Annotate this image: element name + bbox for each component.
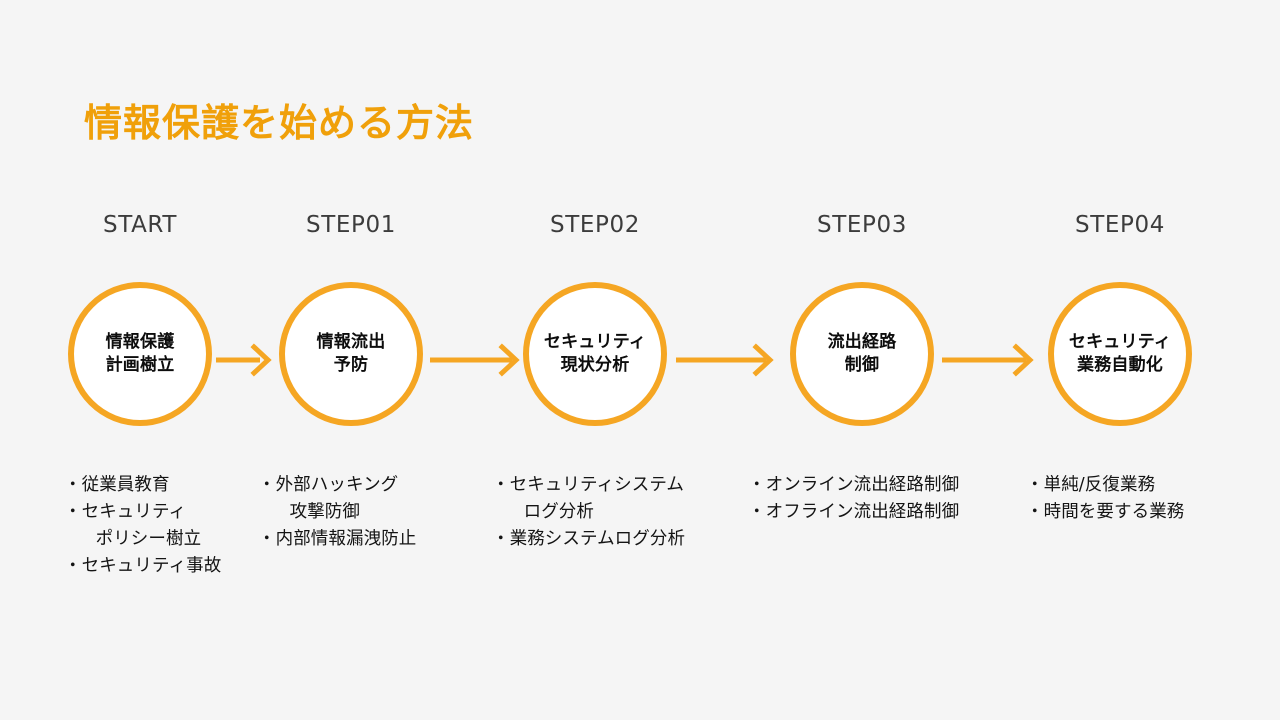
step-label-start: START xyxy=(103,212,177,238)
list-item: ・外部ハッキング 攻撃防御 xyxy=(258,475,399,523)
step-circle-text-start: 情報保護 計画樹立 xyxy=(105,331,175,375)
list-item: ・セキュリティ事故 xyxy=(64,556,222,577)
arrow-right-icon-4 xyxy=(942,338,1044,382)
flow-step-01[interactable]: STEP01 情報流出 予防 xyxy=(251,210,451,426)
step-label-01: STEP01 xyxy=(306,212,396,238)
bullet-list-01: ・外部ハッキング 攻撃防御 ・内部情報漏洩防止 xyxy=(258,472,478,553)
arrow-right-icon-3 xyxy=(676,338,786,382)
bullet-list-03: ・オンライン流出経路制御 ・オフライン流出経路制御 xyxy=(748,472,1008,526)
list-item: ・オンライン流出経路制御 xyxy=(748,475,960,495)
step-label-03: STEP03 xyxy=(817,212,907,238)
step-label-02: STEP02 xyxy=(550,212,640,238)
list-item: ・時間を要する業務 xyxy=(1026,502,1185,523)
list-item: ・オフライン流出経路制御 xyxy=(748,502,960,523)
step-circle-text-03: 流出経路 制御 xyxy=(827,331,897,375)
step-circle-text-02: セキュリティ 現状分析 xyxy=(543,331,647,375)
step-circle-text-04: セキュリティ 業務自動化 xyxy=(1068,331,1172,375)
bullet-list-start: ・従業員教育 ・セキュリティ ポリシー樹立 ・セキュリティ事故 xyxy=(64,472,264,581)
list-item: ・業務システムログ分析 xyxy=(492,529,686,550)
step-circle-02[interactable]: セキュリティ 現状分析 xyxy=(523,282,667,426)
list-item: ・内部情報漏洩防止 xyxy=(258,529,417,550)
page-title: 情報保護を始める方法 xyxy=(84,101,475,145)
flow-step-04[interactable]: STEP04 セキュリティ 業務自動化 xyxy=(1020,210,1220,426)
step-label-04: STEP04 xyxy=(1075,212,1165,238)
bullet-list-02: ・セキュリティシステム ログ分析 ・業務システムログ分析 xyxy=(492,472,732,553)
flow-step-02[interactable]: STEP02 セキュリティ 現状分析 xyxy=(495,210,695,426)
step-circle-01[interactable]: 情報流出 予防 xyxy=(279,282,423,426)
flow-step-start[interactable]: START 情報保護 計画樹立 xyxy=(40,210,240,426)
arrow-right-icon-2 xyxy=(430,338,530,382)
list-item: ・従業員教育 xyxy=(64,475,170,495)
step-circle-04[interactable]: セキュリティ 業務自動化 xyxy=(1048,282,1192,426)
list-item: ・単純/反復業務 xyxy=(1026,475,1156,495)
step-circle-start[interactable]: 情報保護 計画樹立 xyxy=(68,282,212,426)
process-flow: START 情報保護 計画樹立 STEP01 情報流出 予防 STEP02 セキ… xyxy=(0,210,1280,426)
bullet-list-04: ・単純/反復業務 ・時間を要する業務 xyxy=(1026,472,1246,526)
flow-step-03[interactable]: STEP03 流出経路 制御 xyxy=(762,210,962,426)
step-circle-03[interactable]: 流出経路 制御 xyxy=(790,282,934,426)
step-circle-text-01: 情報流出 予防 xyxy=(316,331,386,375)
list-item: ・セキュリティ ポリシー樹立 xyxy=(64,502,202,550)
arrow-right-icon-1 xyxy=(216,338,278,382)
list-item: ・セキュリティシステム ログ分析 xyxy=(492,475,685,523)
